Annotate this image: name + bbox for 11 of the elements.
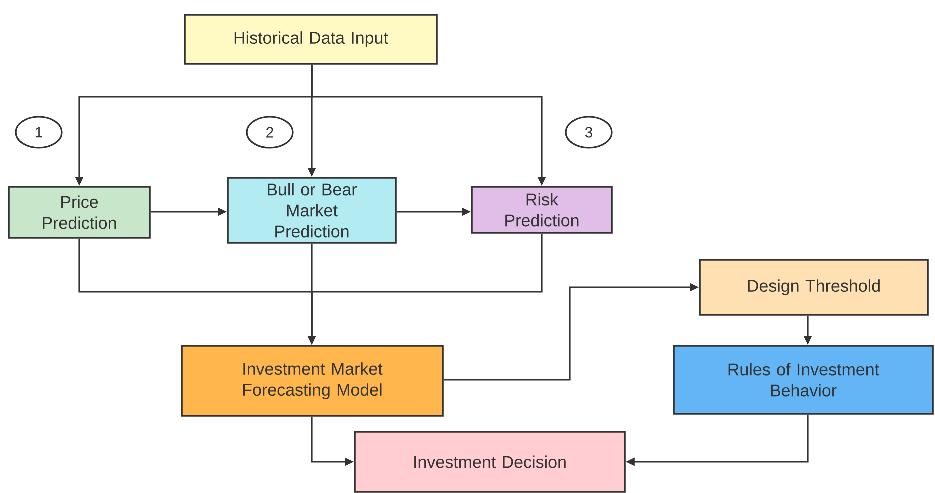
- process-box: Risk Prediction: [471, 186, 613, 234]
- process-box: Design Threshold: [699, 259, 929, 316]
- process-box: Bull or Bear Market Prediction: [227, 177, 397, 244]
- process-box: Rules of Investment Behavior: [673, 345, 934, 415]
- process-box: Investment Decision: [354, 431, 626, 493]
- step-number: 1: [15, 116, 63, 149]
- step-number: 2: [246, 116, 294, 149]
- step-number: 3: [565, 116, 613, 149]
- process-box: Investment Market Forecasting Model: [181, 345, 444, 417]
- process-box: Historical Data Input: [184, 14, 438, 65]
- process-box: Price Prediction: [8, 186, 151, 239]
